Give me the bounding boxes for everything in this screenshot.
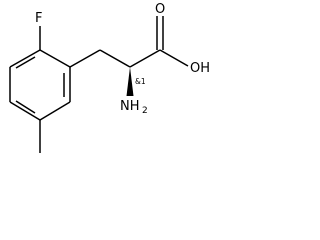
carbonyl-oxygen-label: O xyxy=(155,2,165,17)
chemical-structure: F O OH &1 NH 2 xyxy=(9,2,210,153)
stereo-wedge-bond xyxy=(126,67,134,96)
ring-double-bond-inner-2 xyxy=(15,100,36,114)
fluorine-label: F xyxy=(35,11,42,26)
ring-bond-c3-c4 xyxy=(39,101,71,121)
benzene-ring xyxy=(9,49,71,121)
hydroxyl-label: OH xyxy=(190,61,210,76)
ring-bond-c6-c1 xyxy=(9,49,41,68)
stereo-annotation: &1 xyxy=(135,77,146,86)
hydroxyl-bond xyxy=(159,49,189,67)
alpha-carbon-bond xyxy=(99,49,131,68)
amine-label: NH xyxy=(120,99,140,114)
carboxyl-carbon-bond xyxy=(129,49,161,68)
ring-bond-c1-c2 xyxy=(39,49,71,68)
amine-subscript: 2 xyxy=(142,106,148,116)
ring-bond-c4-c5 xyxy=(9,101,41,121)
benzyl-bond xyxy=(69,49,101,68)
ring-double-bond-inner-3 xyxy=(15,56,36,69)
